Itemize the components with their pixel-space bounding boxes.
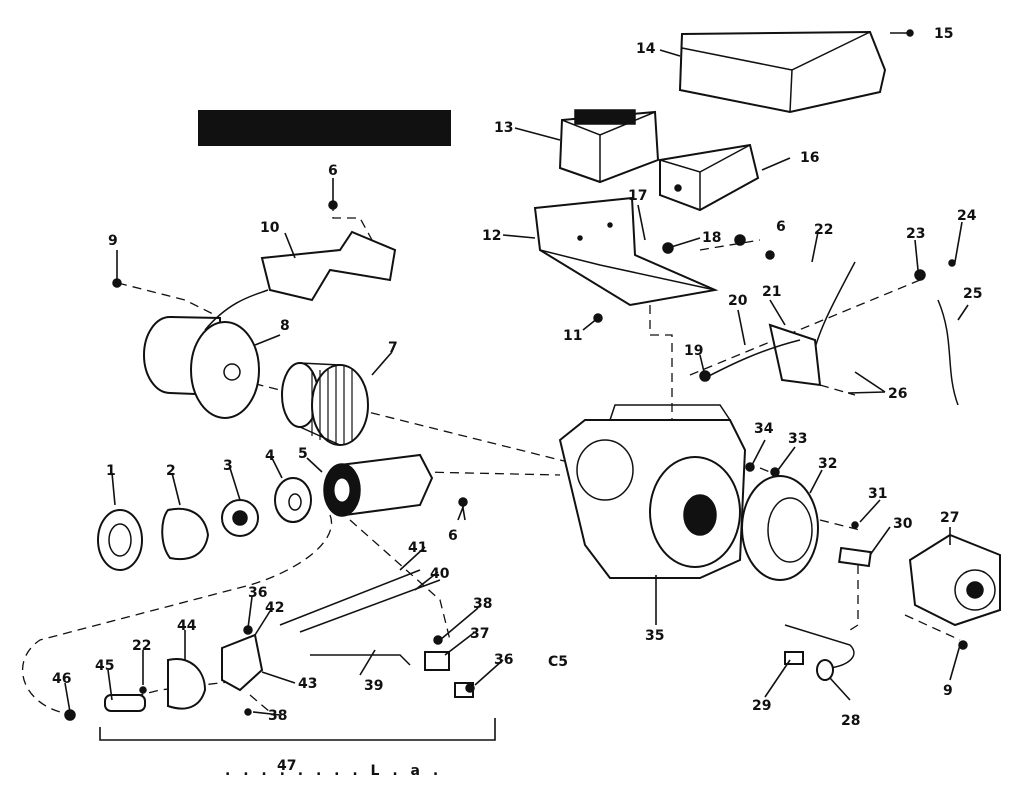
callout-36b: 36: [494, 652, 513, 668]
callout-34: 34: [754, 421, 774, 437]
callout-38a: 38: [473, 596, 492, 612]
part-bushing: [104, 694, 146, 712]
callout-14: 14: [636, 41, 656, 57]
part-air-tube-bracket: [260, 230, 397, 302]
callout-19: 19: [684, 343, 703, 359]
callout-6c: 6: [448, 528, 458, 544]
callout-18: 18: [702, 230, 721, 246]
callout-44: 44: [177, 618, 197, 634]
callout-32: 32: [818, 456, 837, 472]
callout-45: 45: [95, 658, 114, 674]
callout-20: 20: [728, 293, 748, 309]
part-oil-line: [784, 624, 855, 681]
callout-21: 21: [762, 284, 781, 300]
callout-28: 28: [841, 713, 860, 729]
part-air-band: [161, 507, 210, 560]
callout-3: 3: [223, 458, 233, 474]
part-electrode-clamp: [221, 633, 264, 692]
part-blower-wheel: [281, 362, 369, 446]
part-electrode-bracket: [704, 323, 822, 387]
part-motor: [143, 289, 269, 419]
callout-8: 8: [280, 318, 290, 334]
part-burner-housing: [558, 404, 747, 579]
part-washer: [274, 477, 312, 523]
callout-41: 41: [408, 540, 427, 556]
callout-22b: 22: [132, 638, 151, 654]
part-end-cone: [167, 658, 207, 710]
leader-lines: [64, 32, 969, 741]
callout-9a: 9: [108, 233, 118, 249]
callout-22a: 22: [814, 222, 833, 238]
callout-23: 23: [906, 226, 925, 242]
part-wire: [937, 299, 959, 406]
redacted-title-bar: [198, 110, 451, 146]
callout-36a: 36: [248, 585, 267, 601]
callout-11: 11: [563, 328, 582, 344]
callout-43: 43: [298, 676, 317, 692]
callout-31: 31: [868, 486, 887, 502]
part-wire-harness: [811, 261, 856, 361]
callout-26: 26: [888, 386, 907, 402]
callout-33: 33: [788, 431, 807, 447]
part-flange: [741, 475, 819, 581]
callout-25: 25: [963, 286, 982, 302]
callout-15: 15: [934, 26, 953, 42]
callout-37: 37: [470, 626, 489, 642]
part-adapter-ring: [97, 509, 143, 571]
callout-5: 5: [298, 446, 308, 462]
callout-6a: 6: [328, 163, 338, 179]
callout-17: 17: [628, 188, 647, 204]
part-primary-control: [558, 109, 660, 184]
callout-9b: 9: [943, 683, 953, 699]
callout-46: 46: [52, 671, 71, 687]
part-mounting-bracket: [533, 196, 719, 307]
callout-47: 47: [277, 758, 296, 774]
callout-38b: 38: [268, 708, 287, 724]
callout-39: 39: [364, 678, 383, 694]
callout-10: 10: [260, 220, 280, 236]
callout-29: 29: [752, 698, 771, 714]
callout-16: 16: [800, 150, 819, 166]
part-coupling: [221, 499, 259, 537]
part-nozzle: [838, 546, 872, 568]
footer-marks: . . . . . . . . L . a .: [225, 763, 442, 779]
callout-40: 40: [430, 566, 450, 582]
callout-12: 12: [482, 228, 501, 244]
callout-30: 30: [893, 516, 913, 532]
callout-27: 27: [940, 510, 959, 526]
callout-2: 2: [166, 463, 176, 479]
callout-35: 35: [645, 628, 664, 644]
callout-6b: 6: [776, 219, 786, 235]
part-cover: [678, 30, 887, 114]
part-air-tube: [323, 453, 434, 517]
fasteners: [64, 29, 968, 721]
part-electrodes: [279, 569, 441, 666]
callout-13: 13: [494, 120, 513, 136]
callout-7: 7: [388, 340, 398, 356]
part-oil-pump: [908, 533, 1001, 627]
diagram-code: C5: [548, 654, 568, 670]
callout-1: 1: [106, 463, 116, 479]
callout-24: 24: [957, 208, 977, 224]
part-nozzle-adapter: [424, 651, 450, 671]
callout-4: 4: [265, 448, 275, 464]
part-ignition-transformer: [659, 143, 760, 212]
callout-42: 42: [265, 600, 284, 616]
